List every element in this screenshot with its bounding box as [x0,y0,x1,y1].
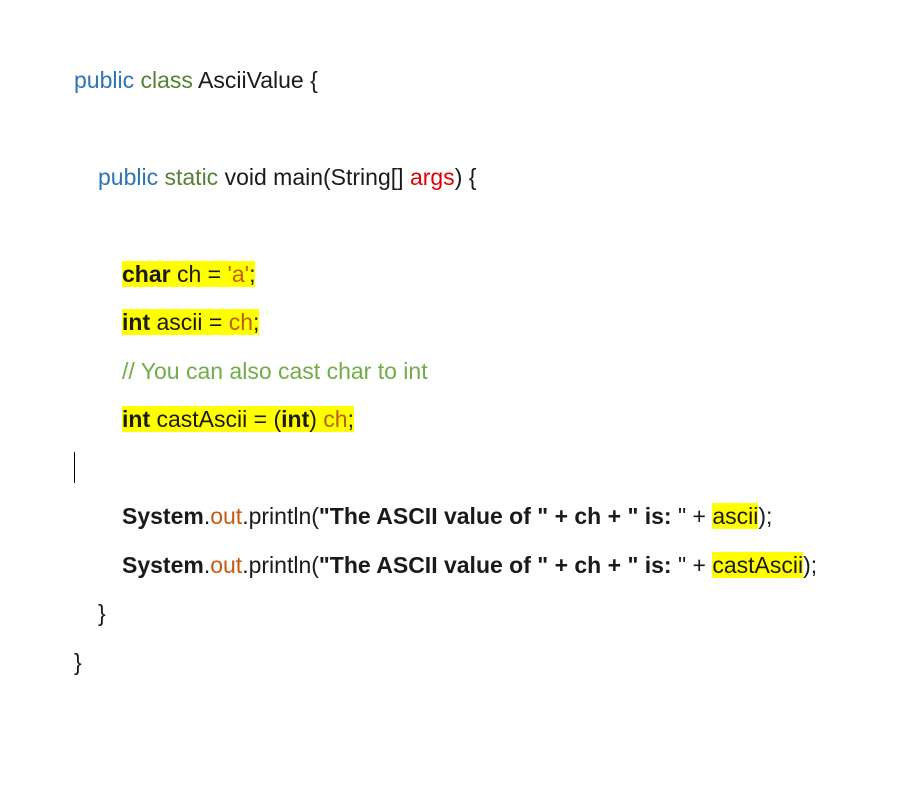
args-parameter: args [409,164,455,190]
variable-ch: ch [228,309,254,335]
system-class: System [122,503,204,529]
code-comment: // You can also cast char to int [122,358,428,384]
code-line-char-declaration: char ch = 'a'; [122,258,256,290]
assignment-text: ascii = [150,309,229,335]
keyword-public: public [74,67,135,93]
assignment-text: ch = [170,261,228,287]
keyword-public: public [98,164,159,190]
semicolon: ; [347,406,354,432]
code-line-println-ascii: System.out.println("The ASCII value of "… [122,500,772,532]
out-field: out [210,503,243,529]
dot: . [203,503,211,529]
keyword-int-cast: int [281,406,310,432]
code-line-int-ascii: int ascii = ch; [122,306,260,338]
concat-operator: " + [677,503,713,529]
variable-ascii: ascii [712,503,759,529]
method-signature: void main(String[] [218,164,410,190]
closing-brace-class: } [74,649,82,675]
variable-ch: ch [323,406,348,432]
assignment-text: castAscii = ( [150,406,282,432]
keyword-int: int [122,406,151,432]
cast-close: ) [309,406,324,432]
code-line-cast-ascii: int castAscii = (int) ch; [122,403,354,435]
string-literal: "The ASCII value of " + ch + " is: [318,552,678,578]
char-literal: 'a' [227,261,250,287]
class-name: AsciiValue { [192,67,318,93]
keyword-static: static [164,164,219,190]
semicolon: ; [249,261,256,287]
statement-end: ); [803,552,818,578]
code-line-println-castascii: System.out.println("The ASCII value of "… [122,549,817,581]
keyword-int: int [122,309,151,335]
dot: . [203,552,211,578]
keyword-class: class [140,67,193,93]
out-field: out [210,552,243,578]
system-class: System [122,552,204,578]
println-call: .println( [242,503,319,529]
text-cursor [74,452,75,483]
string-literal: "The ASCII value of " + ch + " is: [318,503,678,529]
code-line-class-declaration: public class AsciiValue { [74,64,318,96]
variable-castascii: castAscii [712,552,804,578]
statement-end: ); [758,503,773,529]
code-line-main-method: public static void main(String[] args) { [98,161,476,193]
closing-brace-method: } [98,600,106,626]
keyword-char: char [122,261,171,287]
method-signature-end: ) { [454,164,477,190]
concat-operator: " + [677,552,713,578]
println-call: .println( [242,552,319,578]
semicolon: ; [253,309,260,335]
